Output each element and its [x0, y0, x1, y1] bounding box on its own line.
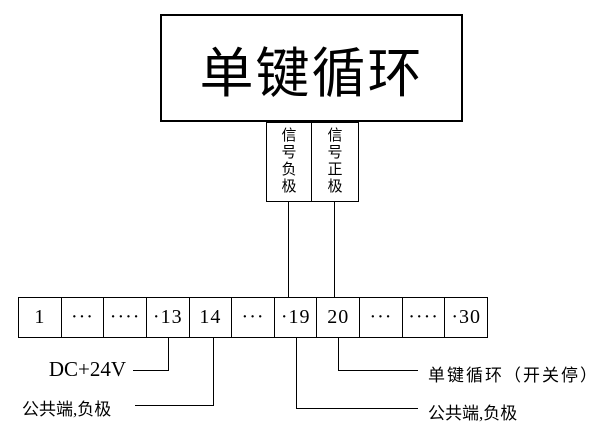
- terminal-cell-dots-b: ····: [104, 298, 147, 337]
- wire-terminal20-horizontal: [338, 370, 418, 371]
- signal-positive-label: 信号正极: [327, 128, 343, 195]
- signal-negative-box: 信号负极: [266, 122, 312, 202]
- wire-signal-positive: [334, 202, 335, 297]
- wire-terminal13-horizontal: [133, 370, 169, 371]
- label-common-negative-right: 公共端,负极: [428, 404, 518, 423]
- device-title: 单键循环: [199, 43, 424, 104]
- label-dc24v: DC+24V: [48, 357, 126, 381]
- terminal-cell-19: ·19: [275, 298, 318, 337]
- terminal-cell-13: ·13: [147, 298, 190, 337]
- terminal-cell-dots-a: ···: [62, 298, 105, 337]
- label-common-negative-left: 公共端,负极: [22, 400, 112, 419]
- terminal-cell-dots-e: ····: [403, 298, 446, 337]
- wire-terminal19-horizontal: [296, 408, 418, 409]
- signal-positive-box: 信号正极: [311, 122, 359, 202]
- wire-terminal14-vertical: [213, 338, 214, 406]
- terminal-cell-20: 20: [317, 298, 361, 337]
- terminal-cell-dots-d: ···: [360, 298, 403, 337]
- wire-terminal19-vertical: [296, 338, 297, 409]
- terminal-strip: 1 ··· ···· ·13 14 ··· ·19 20 ··· ···· ·3…: [18, 297, 488, 338]
- device-box: 单键循环: [160, 14, 463, 122]
- signal-negative-label: 信号负极: [281, 128, 297, 195]
- terminal-cell-14: 14: [190, 298, 233, 337]
- terminal-cell-1: 1: [19, 298, 62, 337]
- label-single-key-cycle: 单键循环（开关停）: [428, 366, 599, 385]
- wire-terminal13-vertical: [168, 338, 169, 371]
- wire-terminal20-vertical: [338, 338, 339, 371]
- terminal-cell-dots-c: ···: [232, 298, 275, 337]
- wire-terminal14-horizontal: [135, 405, 214, 406]
- wire-signal-negative: [288, 202, 289, 297]
- terminal-cell-30: ·30: [451, 306, 482, 328]
